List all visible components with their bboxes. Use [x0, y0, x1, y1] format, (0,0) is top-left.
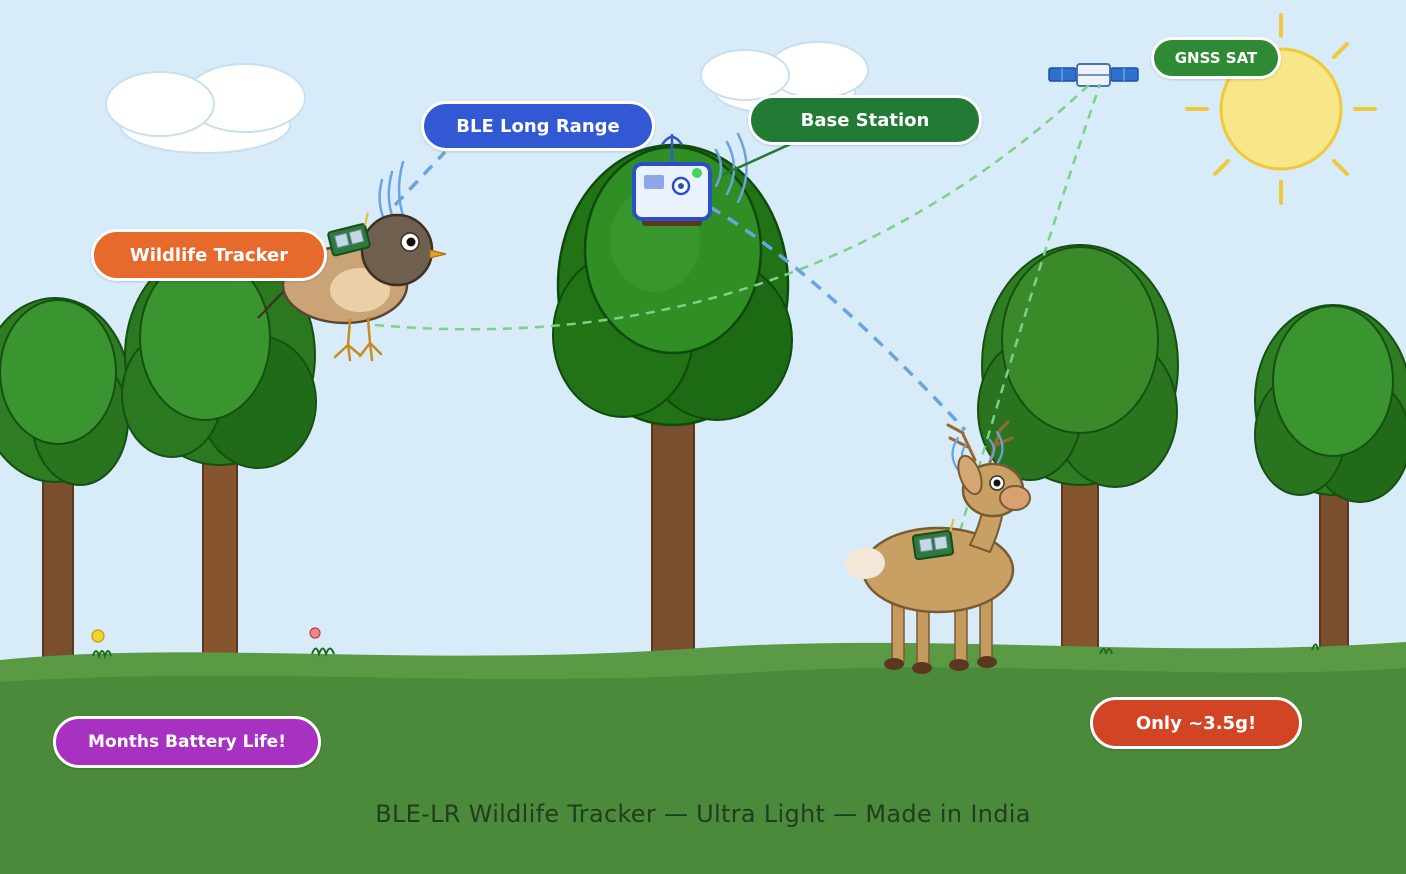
grass-tuft — [1099, 643, 1319, 655]
base-station-icon — [632, 132, 748, 226]
weight-label: Only ~3.5g! — [1090, 697, 1302, 749]
wildlife-tracker-label: Wildlife Tracker — [91, 229, 327, 281]
flower-pink-icon — [309, 627, 335, 658]
ble-link-lines — [393, 150, 967, 432]
tree-far-right — [1254, 304, 1406, 665]
tree-far-left — [0, 297, 131, 671]
tree-right — [977, 244, 1179, 666]
tree-left — [121, 244, 317, 666]
bird — [257, 213, 447, 362]
base-label-pointer — [721, 140, 796, 177]
tracker-on-bird-icon — [327, 212, 371, 257]
base-station-label: Base Station — [748, 95, 982, 145]
satellite-icon — [1048, 63, 1139, 87]
gnss-sat-label: GNSS SAT — [1151, 37, 1281, 79]
ble-long-range-label: BLE Long Range — [421, 101, 655, 151]
tree-center — [552, 143, 793, 668]
battery-life-label: Months Battery Life! — [53, 716, 321, 768]
tracker-on-deer-icon — [911, 518, 955, 561]
ground — [0, 642, 1406, 874]
cloud-left — [105, 63, 306, 154]
deer — [845, 420, 1031, 674]
sun-icon — [1185, 13, 1377, 205]
caption: BLE-LR Wildlife Tracker — Ultra Light — … — [375, 800, 1031, 828]
flower-yellow-icon — [91, 629, 112, 660]
